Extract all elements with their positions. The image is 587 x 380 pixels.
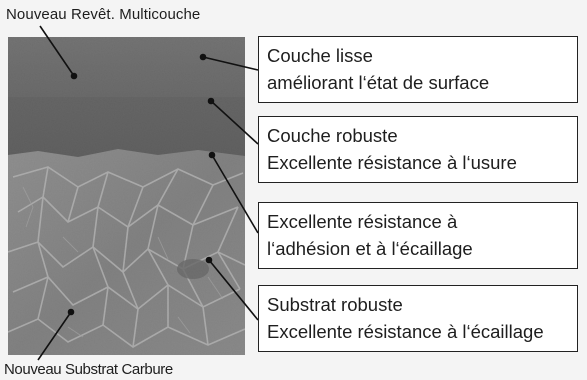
callout-robust-layer: Couche robuste Excellente résistance à l… [258,116,578,183]
callout-adhesion: Excellente résistance à l‘adhésion et à … [258,202,578,269]
callout-3-line2: l‘adhésion et à l‘écaillage [267,235,571,262]
callout-robust-substrate: Substrat robuste Excellente résistance à… [258,285,578,352]
callout-smooth-layer: Couche lisse améliorant l‘état de surfac… [258,36,578,103]
callout-1-line2: améliorant l‘état de surface [267,69,571,96]
callout-2-line1: Couche robuste [267,122,571,149]
substrate-title: Nouveau Substrat Carbure [4,361,173,378]
coating-title: Nouveau Revêt. Multicouche [6,6,200,23]
callout-4-line2: Excellente résistance à l‘écaillage [267,318,571,345]
callout-2-line2: Excellente résistance à l‘usure [267,149,571,176]
callout-1-line1: Couche lisse [267,42,571,69]
callout-4-line1: Substrat robuste [267,291,571,318]
micrograph [8,37,245,355]
callout-3-line1: Excellente résistance à [267,208,571,235]
